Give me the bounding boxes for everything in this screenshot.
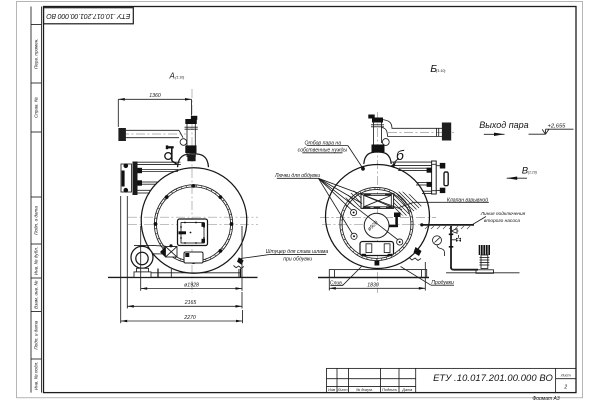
svg-text:А: А [169,72,175,81]
svg-text:Инв. № подл.: Инв. № подл. [34,362,39,391]
svg-text:Слив.: Слив. [330,280,343,286]
svg-text:Инв. № дубл.: Инв. № дубл. [34,247,39,275]
svg-text:(1:10): (1:10) [175,75,184,79]
svg-text:Подп. и дата: Подп. и дата [34,320,39,349]
svg-text:ЕТУ .10.017.201.00.000 ВО: ЕТУ .10.017.201.00.000 ВО [433,372,553,383]
svg-text:Клапан взрывной: Клапан взрывной [447,196,488,203]
svg-text:2165: 2165 [184,300,197,306]
svg-text:Дата: Дата [401,388,412,392]
svg-text:№ докум.: № докум. [356,388,373,392]
svg-text:Продувки: Продувки [431,280,454,286]
svg-text:2: 2 [563,385,567,391]
svg-text:Лист: Лист [560,374,571,378]
svg-text:1360: 1360 [149,93,161,99]
svg-text:Б: Б [430,63,437,75]
svg-text:2270: 2270 [183,315,196,321]
svg-text:Подп. и дата: Подп. и дата [34,206,39,235]
svg-text:В: В [522,166,529,177]
svg-text:Взам. инв. №: Взам. инв. № [34,280,39,308]
svg-text:+2,655: +2,655 [548,124,567,130]
svg-text:б: б [396,147,405,163]
svg-text:собственные нужды: собственные нужды [298,148,348,154]
svg-text:ЕТУ .10.017.201.00.000 ВО: ЕТУ .10.017.201.00.000 ВО [46,12,131,19]
svg-text:Линия подключения: Линия подключения [480,211,526,217]
svg-text:при обдувки: при обдувки [283,257,312,263]
svg-text:Отбор пара на: Отбор пара на [305,140,342,146]
svg-text:(1:10): (1:10) [528,170,537,174]
svg-text:ø1928: ø1928 [184,282,199,288]
svg-text:Лючки для обдувки: Лючки для обдувки [274,173,320,179]
svg-text:Выход пара: Выход пара [479,120,528,130]
svg-text:второго насоса: второго насоса [484,219,520,224]
svg-text:Формат А3: Формат А3 [532,396,560,400]
svg-text:Перв. примен.: Перв. примен. [34,38,39,69]
svg-text:(1:10): (1:10) [436,69,445,73]
svg-text:1830: 1830 [367,283,379,289]
svg-text:Штуцер для слива шлама: Штуцер для слива шлама [266,249,329,255]
svg-text:Лист: Лист [337,388,348,392]
svg-text:Справ. №: Справ. № [34,97,39,118]
svg-text:Изм: Изм [328,388,335,392]
svg-text:Подпись: Подпись [382,388,397,392]
